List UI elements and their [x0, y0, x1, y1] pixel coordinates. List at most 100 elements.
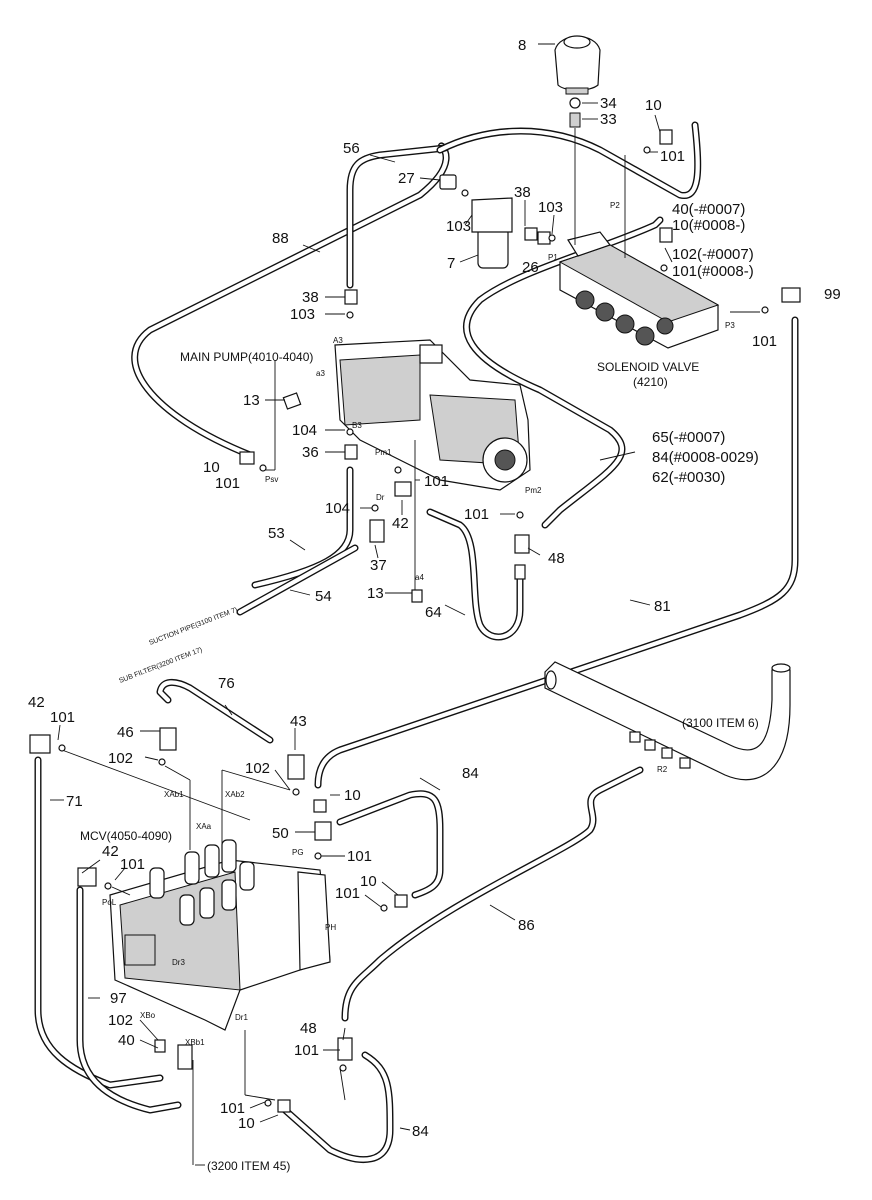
- item-3200-ref: (3200 ITEM 45): [207, 1159, 290, 1173]
- callouts: 8 34 33 10 101 56 27 38 103 103 7 26 40 (…: [28, 37, 841, 1140]
- callout-10: 10: [645, 97, 662, 114]
- o-rings: [58, 146, 769, 1107]
- hose-86: [341, 766, 644, 1022]
- callout-101: 101: [752, 333, 777, 350]
- port-xab2: XAb2: [225, 790, 245, 799]
- callout-84: 84: [412, 1123, 429, 1140]
- callout-103: 103: [446, 218, 471, 235]
- callout-42: 42: [392, 515, 409, 532]
- callout-101-ranged: 101(#0008-): [672, 263, 754, 280]
- solenoid-valve-ref: (4210): [633, 375, 668, 389]
- port-xab1: XAb1: [164, 790, 184, 799]
- callout-101: 101: [464, 506, 489, 523]
- callout-64: 64: [425, 604, 442, 621]
- callout-48: 48: [548, 550, 565, 567]
- main-control-valve: [109, 839, 331, 1031]
- port-xaa: XAa: [196, 822, 212, 831]
- callout-62: 62(-#0030): [652, 469, 725, 486]
- callout-84: 84: [462, 765, 479, 782]
- main-pump: [334, 339, 531, 491]
- callout-37: 37: [370, 557, 387, 574]
- hose-84-lower: [281, 1051, 394, 1164]
- callout-101: 101: [660, 148, 685, 165]
- callout-10: 10: [360, 873, 377, 890]
- callout-36: 36: [302, 444, 319, 461]
- callout-103: 103: [290, 306, 315, 323]
- callout-40: 40: [118, 1032, 135, 1049]
- callout-46: 46: [117, 724, 134, 741]
- callout-102: 102: [108, 1012, 133, 1029]
- callout-76: 76: [218, 675, 235, 692]
- port-pg: PG: [292, 848, 304, 857]
- leader-lines: [50, 43, 760, 1166]
- callout-8: 8: [518, 37, 526, 54]
- mcv-title: MCV(4050-4090): [80, 829, 172, 843]
- port-a3: a3: [316, 369, 325, 378]
- port-p3: P3: [725, 321, 735, 330]
- callout-27: 27: [398, 170, 415, 187]
- port-r2: R2: [657, 765, 668, 774]
- main-pump-title: MAIN PUMP(4010-4040): [180, 350, 313, 364]
- port-labels: A3 a3 B3 Psv Pm1 Dr Pm2 a4 P1 P2 P3 XAb1…: [102, 201, 735, 1047]
- callout-102: 102: [108, 750, 133, 767]
- callout-101: 101: [335, 885, 360, 902]
- callout-10-ranged: 10(#0008-): [672, 217, 745, 234]
- line-filter: [471, 197, 513, 269]
- callout-48: 48: [300, 1020, 317, 1037]
- callout-13: 13: [367, 585, 384, 602]
- callout-86: 86: [518, 917, 535, 934]
- callout-71: 71: [66, 793, 83, 810]
- callout-101: 101: [294, 1042, 319, 1059]
- port-pm2: Pm2: [525, 486, 542, 495]
- callout-104: 104: [325, 500, 350, 517]
- callout-10: 10: [238, 1115, 255, 1132]
- callout-50: 50: [272, 825, 289, 842]
- callout-10: 10: [344, 787, 361, 804]
- callout-38: 38: [514, 184, 531, 201]
- hoses: [34, 121, 799, 1164]
- suction-pipe: [544, 661, 791, 781]
- callout-81: 81: [654, 598, 671, 615]
- callout-101: 101: [220, 1100, 245, 1117]
- port-dr1: Dr1: [235, 1013, 248, 1022]
- solenoid-valve: [558, 231, 720, 349]
- fittings: [29, 129, 801, 1113]
- callout-104: 104: [292, 422, 317, 439]
- callout-26: 26: [522, 259, 539, 276]
- callout-10: 10: [203, 459, 220, 476]
- callout-7: 7: [447, 255, 455, 272]
- component-titles: MAIN PUMP(4010-4040) SOLENOID VALVE (421…: [80, 350, 759, 1173]
- callout-101: 101: [120, 856, 145, 873]
- port-xbb1: XBb1: [185, 1038, 205, 1047]
- callout-53: 53: [268, 525, 285, 542]
- port-ph: PH: [325, 923, 336, 932]
- callout-33: 33: [600, 111, 617, 128]
- solenoid-valve-title: SOLENOID VALVE: [597, 360, 699, 374]
- callout-101: 101: [215, 475, 240, 492]
- callout-101: 101: [50, 709, 75, 726]
- callout-42: 42: [102, 843, 119, 860]
- port-a4: a4: [415, 573, 424, 582]
- callout-43: 43: [290, 713, 307, 730]
- suction-pipe-note: SUCTION PIPE(3100 ITEM 7): [148, 607, 238, 647]
- hose-56: [346, 144, 449, 289]
- callout-102: 102: [245, 760, 270, 777]
- callout-56: 56: [343, 140, 360, 157]
- callout-97: 97: [110, 990, 127, 1007]
- port-pol: PoL: [102, 898, 117, 907]
- rotated-notes: SUCTION PIPE(3100 ITEM 7) SUB FILTER(320…: [118, 607, 238, 685]
- callout-102-ranged: 102(-#0007): [672, 246, 754, 263]
- callout-65: 65(-#0007): [652, 429, 725, 446]
- port-psv: Psv: [265, 475, 278, 484]
- port-p1: P1: [548, 253, 558, 262]
- callout-42: 42: [28, 694, 45, 711]
- callout-103: 103: [538, 199, 563, 216]
- callout-38: 38: [302, 289, 319, 306]
- callout-13: 13: [243, 392, 260, 409]
- callout-34: 34: [600, 95, 617, 112]
- port-p2: P2: [610, 201, 620, 210]
- port-b3: B3: [352, 421, 362, 430]
- callout-99: 99: [824, 286, 841, 303]
- filter-cap: [554, 35, 601, 95]
